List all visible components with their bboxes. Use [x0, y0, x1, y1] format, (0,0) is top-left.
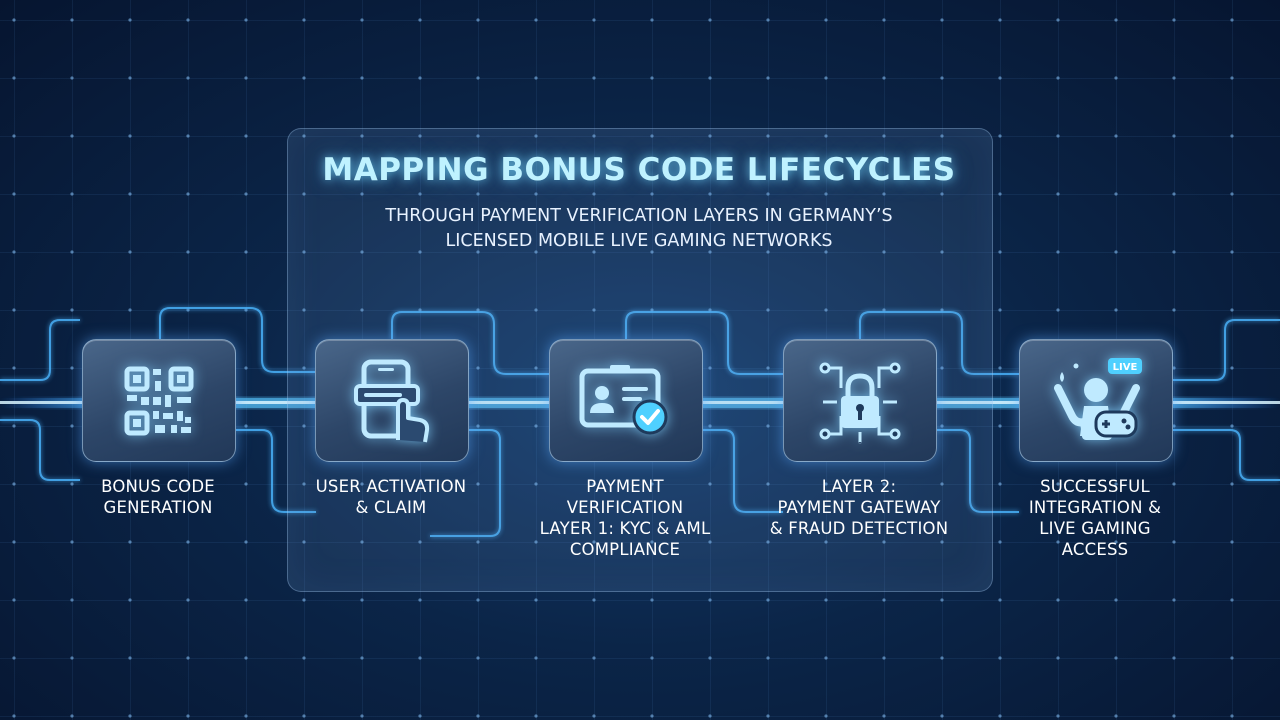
label-line: ACCESS	[1061, 540, 1129, 559]
label-line: LIVE GAMING	[1039, 519, 1151, 538]
live-gaming-player-icon: LIVE	[1054, 357, 1142, 440]
padlock-network-icon	[819, 362, 901, 444]
label-line: & FRAUD DETECTION	[769, 519, 949, 538]
label-line: BONUS CODE	[101, 477, 215, 496]
circuit-trace	[625, 311, 783, 375]
label-line: VERIFICATION	[566, 498, 684, 517]
label-line: COMPLIANCE	[569, 540, 681, 559]
subtitle-line: THROUGH PAYMENT VERIFICATION LAYERS IN G…	[385, 206, 893, 226]
subtitle-line: LICENSED MOBILE LIVE GAMING NETWORKS	[445, 231, 833, 251]
qr-code-icon	[124, 366, 194, 435]
label-line: PAYMENT	[586, 477, 664, 496]
circuit-trace	[430, 429, 501, 537]
step-label: PAYMENT VERIFICATION LAYER 1: KYC & AML …	[525, 476, 725, 560]
label-line: LAYER 2:	[821, 477, 897, 496]
label-line: LAYER 1: KYC & AML	[539, 519, 711, 538]
circuit-trace	[859, 311, 1019, 375]
step-label: SUCCESSFUL INTEGRATION & LIVE GAMING ACC…	[995, 476, 1195, 560]
circuit-trace	[701, 429, 783, 513]
label-line: PAYMENT GATEWAY	[777, 498, 941, 517]
page-title: MAPPING BONUS CODE LIFECYCLES	[322, 152, 956, 188]
step-live-gaming-access: LIVE	[1019, 339, 1173, 462]
circuit-trace	[1172, 319, 1280, 381]
label-line: GENERATION	[103, 498, 213, 517]
circuit-trace	[1172, 429, 1280, 481]
step-payment-verification	[549, 339, 703, 462]
circuit-trace	[0, 319, 80, 381]
label-line: & CLAIM	[355, 498, 427, 517]
label-line: USER ACTIVATION	[315, 477, 467, 496]
step-user-activation	[315, 339, 469, 462]
circuit-trace	[236, 429, 316, 513]
step-label: BONUS CODE GENERATION	[58, 476, 258, 518]
step-label: LAYER 2: PAYMENT GATEWAY & FRAUD DETECTI…	[759, 476, 959, 539]
smartphone-tap-icon	[354, 359, 430, 442]
step-label: USER ACTIVATION & CLAIM	[291, 476, 491, 518]
circuit-trace	[0, 419, 80, 481]
id-card-check-icon	[579, 364, 668, 434]
step-bonus-code-generation	[82, 339, 236, 462]
circuit-trace	[159, 307, 316, 373]
circuit-trace	[936, 429, 1019, 513]
page-subtitle: THROUGH PAYMENT VERIFICATION LAYERS IN G…	[287, 204, 991, 254]
circuit-trace	[391, 311, 549, 375]
label-line: SUCCESSFUL	[1040, 477, 1150, 496]
label-line: INTEGRATION &	[1028, 498, 1162, 517]
step-payment-gateway	[783, 339, 937, 462]
live-badge: LIVE	[1113, 362, 1138, 373]
